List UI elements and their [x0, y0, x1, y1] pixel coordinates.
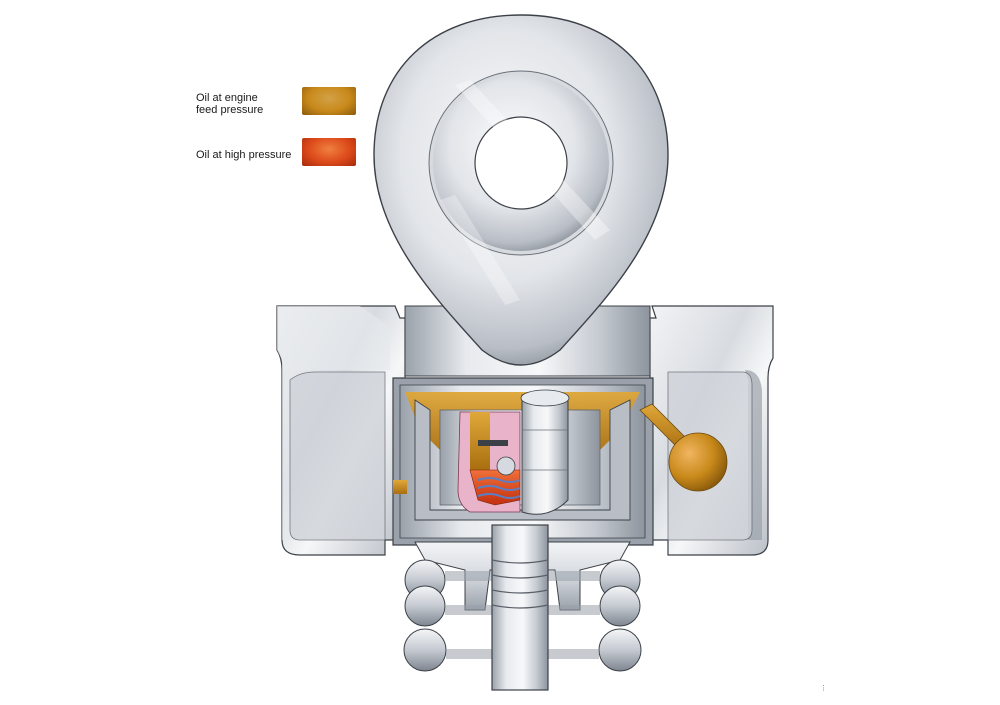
legend-feed-line2: feed pressure — [196, 104, 264, 116]
check-ball — [496, 456, 516, 476]
camshaft-bore — [474, 116, 568, 210]
legend-high-pressure-swatch — [302, 138, 356, 166]
legend-feed-line1: Oil at engine — [196, 92, 258, 104]
corner-mark: ⋮ — [820, 684, 827, 692]
legend-feed-pressure-swatch — [302, 87, 356, 115]
camshaft-lobe — [373, 14, 669, 366]
hydraulic-tappet — [392, 377, 728, 546]
legend-feed-pressure-label: Oil at engine feed pressure — [196, 92, 296, 116]
legend-high-pressure-label: Oil at high pressure — [196, 149, 292, 161]
valve-stem — [491, 524, 549, 691]
check-valve-spring — [477, 477, 521, 499]
oil-feed-ball — [668, 432, 728, 492]
cylinder-head — [276, 305, 774, 556]
